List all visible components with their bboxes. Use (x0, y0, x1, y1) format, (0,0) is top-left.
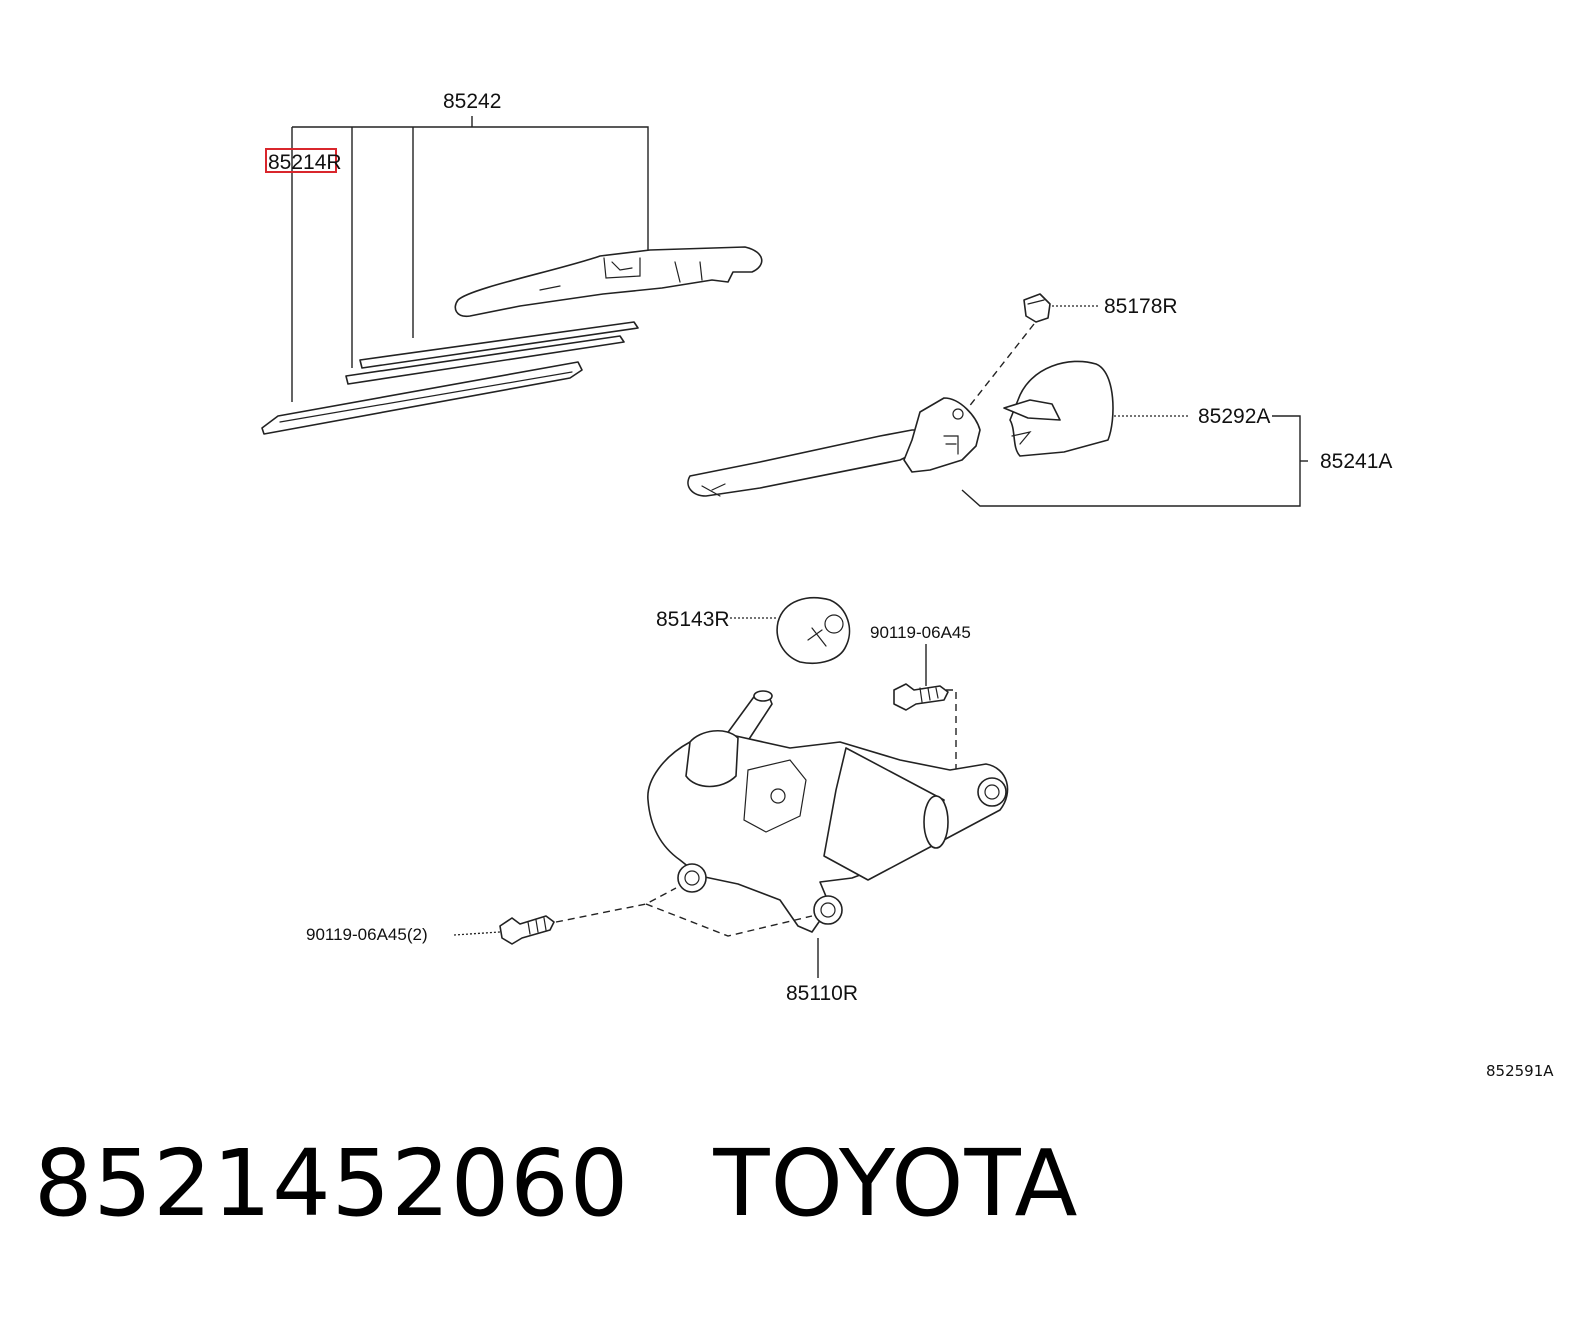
wiper-arm-group: 85178R 85292A 85241A (687, 293, 1392, 507)
brand-name: TOYOTA (713, 1130, 1079, 1237)
nut-85178r (1023, 293, 1051, 323)
callout-85110r: 85110R (786, 982, 858, 1005)
blade-frame (454, 246, 763, 318)
callout-90119-06a45: 90119-06A45 (870, 623, 971, 642)
blade-bracket-lines (291, 116, 649, 402)
callout-85178r: 85178R (1104, 295, 1178, 318)
wiper-arm-cap (1009, 360, 1114, 457)
mount-hole-bottom (813, 895, 843, 925)
mount-hole-right (977, 777, 1007, 807)
blade-refill-upper (359, 321, 639, 369)
wiper-arm-head (903, 397, 981, 473)
callout-85292a: 85292A (1198, 405, 1270, 428)
wiper-motor-group: 85143R 90119-06A45 90119-06A45(2) 85110R (306, 597, 1009, 1005)
wiper-blade-group: 85242 85214R (261, 90, 763, 435)
callout-85242: 85242 (443, 90, 501, 113)
bolt-90119-06a45-x2 (499, 915, 555, 945)
blade-refill-middle (345, 335, 625, 385)
callout-85143r: 85143R (656, 608, 730, 631)
callout-85214r: 85214R (268, 151, 342, 174)
mount-hole-left (677, 863, 707, 893)
callout-90119-06a45-x2: 90119-06A45(2) (306, 925, 428, 944)
diagram-reference: 852591A (1486, 1062, 1554, 1080)
highlight-box-85214r (265, 148, 337, 173)
part-number: 8521452060 (34, 1130, 630, 1237)
callout-85241a: 85241A (1320, 450, 1392, 473)
